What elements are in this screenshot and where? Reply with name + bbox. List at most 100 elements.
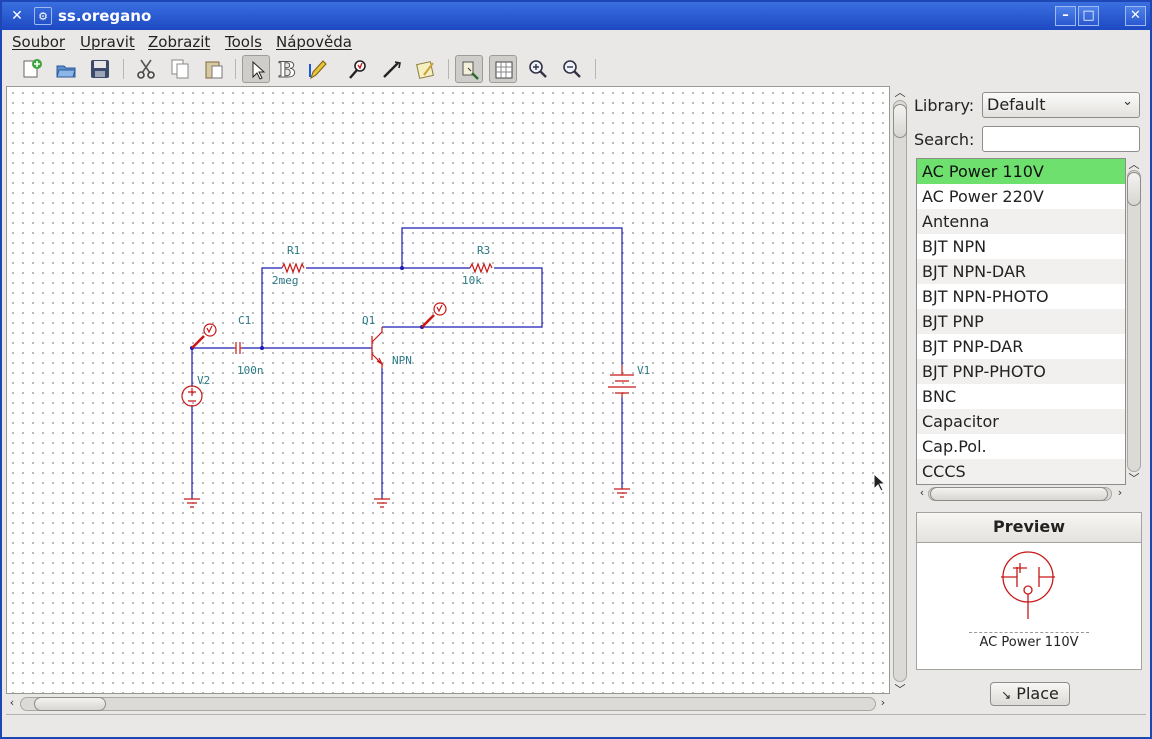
draw-wire-button[interactable] bbox=[378, 55, 406, 83]
title-bar[interactable]: ✕ ⚙ ss.oregano – □ ✕ bbox=[2, 2, 1150, 30]
minimize-icon: – bbox=[1062, 8, 1069, 23]
scroll-left-icon[interactable]: ‹ bbox=[9, 696, 15, 709]
list-item[interactable]: Capacitor bbox=[917, 409, 1125, 434]
grid-icon bbox=[495, 61, 513, 79]
zoom-out-icon bbox=[563, 60, 581, 78]
probe-icon bbox=[349, 60, 366, 79]
cut-button[interactable] bbox=[132, 55, 160, 83]
library-select[interactable]: Default ⌄ bbox=[982, 92, 1140, 118]
label-v1: V1 bbox=[637, 364, 650, 377]
paste-icon bbox=[205, 61, 223, 79]
list-item[interactable]: AC Power 110V bbox=[917, 159, 1125, 184]
paste-button[interactable] bbox=[200, 55, 228, 83]
pointer-icon bbox=[252, 60, 266, 80]
label-r1-value: 2meg bbox=[272, 274, 299, 287]
menu-bar: Soubor Upravit Zobrazit Tools Nápověda bbox=[2, 30, 1150, 54]
resistor-r3[interactable] bbox=[469, 262, 493, 274]
canvas-horizontal-scrollbar[interactable]: ‹ › bbox=[6, 696, 890, 712]
cut-icon bbox=[137, 59, 155, 79]
list-item[interactable]: CCCS bbox=[917, 459, 1125, 484]
save-button[interactable] bbox=[86, 55, 114, 83]
x-logo-icon[interactable]: ✕ bbox=[11, 8, 23, 24]
preview-title: Preview bbox=[916, 512, 1142, 542]
list-item[interactable]: BJT PNP-DAR bbox=[922, 337, 1024, 356]
search-input[interactable] bbox=[982, 126, 1140, 152]
wires[interactable] bbox=[191, 227, 623, 499]
zoom-out-button[interactable] bbox=[558, 55, 586, 83]
menu-napoveda[interactable]: Nápověda bbox=[276, 33, 352, 51]
chevron-down-icon: ⌄ bbox=[1122, 94, 1133, 109]
note-button[interactable] bbox=[412, 55, 440, 83]
grid-toggle-button[interactable] bbox=[489, 55, 517, 83]
menu-tools[interactable]: Tools bbox=[225, 33, 262, 51]
window-menu-icon[interactable]: ⚙ bbox=[34, 7, 52, 25]
menu-upravit[interactable]: Upravit bbox=[80, 33, 135, 51]
vertical-scroll-thumb[interactable] bbox=[893, 104, 907, 138]
list-item[interactable]: BJT NPN-DAR bbox=[917, 259, 1125, 284]
label-c1-value: 100n bbox=[237, 364, 264, 377]
preview-divider bbox=[969, 632, 1089, 633]
maximize-icon: □ bbox=[1082, 8, 1095, 23]
schematic-canvas[interactable]: R1 2meg R3 10k C1 100n Q1 NPN V1 V2 bbox=[6, 86, 890, 694]
label-r3-value: 10k bbox=[462, 274, 482, 287]
minimize-button[interactable]: – bbox=[1055, 6, 1076, 26]
list-item[interactable]: Antenna bbox=[917, 209, 1125, 234]
menu-soubor[interactable]: Soubor bbox=[12, 33, 66, 51]
menu-zobrazit[interactable]: Zobrazit bbox=[148, 33, 211, 51]
open-button[interactable] bbox=[52, 55, 80, 83]
parts-list[interactable]: AC Power 110V AC Power 220V Antenna BJT … bbox=[916, 158, 1126, 485]
new-file-button[interactable] bbox=[18, 55, 46, 83]
list-item[interactable]: BJT PNP bbox=[917, 309, 1125, 334]
list-scroll-thumb[interactable] bbox=[1127, 172, 1141, 206]
canvas-vertical-scrollbar[interactable]: ︿ ﹀ bbox=[892, 86, 908, 698]
ac-power-symbol-icon bbox=[1001, 551, 1055, 619]
battery-v1[interactable] bbox=[608, 365, 636, 397]
zoom-in-button[interactable] bbox=[524, 55, 552, 83]
mouse-cursor-icon bbox=[873, 473, 887, 492]
library-value: Default bbox=[987, 95, 1046, 114]
text-icon: B bbox=[278, 58, 297, 80]
list-scroll-left-icon[interactable]: ‹ bbox=[919, 486, 925, 499]
list-item[interactable]: BJT PNP-PHOTO bbox=[917, 359, 1125, 384]
list-item[interactable]: BJT NPN bbox=[922, 237, 987, 256]
scroll-up-icon[interactable]: ︿ bbox=[894, 86, 906, 99]
place-button[interactable]: ↘ Place bbox=[990, 682, 1070, 706]
copy-button[interactable] bbox=[166, 55, 194, 83]
list-horizontal-scrollbar[interactable]: ‹ › bbox=[916, 486, 1126, 502]
place-label: Place bbox=[1016, 684, 1059, 703]
ground-middle bbox=[374, 498, 390, 508]
parts-browser: Library: Default ⌄ Search: AC Power 110V… bbox=[910, 86, 1146, 714]
zoom-fit-button[interactable] bbox=[455, 55, 483, 83]
voltage-probe-button[interactable] bbox=[344, 55, 372, 83]
list-item[interactable]: Cap.Pol. bbox=[922, 437, 987, 456]
voltage-probe-2[interactable] bbox=[421, 302, 447, 328]
horizontal-scroll-thumb[interactable] bbox=[34, 697, 106, 711]
list-item[interactable]: BJT NPN-PHOTO bbox=[922, 287, 1049, 306]
text-tool-button[interactable]: B bbox=[272, 55, 300, 83]
list-horizontal-thumb[interactable] bbox=[930, 487, 1108, 501]
list-vertical-scrollbar[interactable]: ︿ ﹀ bbox=[1126, 158, 1142, 485]
junctions bbox=[190, 266, 424, 350]
list-item[interactable]: AC Power 220V bbox=[922, 187, 1044, 206]
scroll-right-icon[interactable]: › bbox=[880, 696, 886, 709]
voltage-probe-1[interactable] bbox=[191, 323, 217, 349]
list-scroll-down-icon[interactable]: ﹀ bbox=[1128, 472, 1140, 485]
select-tool-button[interactable] bbox=[242, 55, 270, 83]
resistor-r1[interactable] bbox=[281, 262, 305, 274]
transistor-q1[interactable] bbox=[371, 327, 384, 368]
maximize-button[interactable]: □ bbox=[1078, 6, 1099, 26]
list-scroll-right-icon[interactable]: › bbox=[1117, 486, 1123, 499]
status-bar bbox=[6, 714, 1146, 734]
capacitor-c1[interactable] bbox=[234, 342, 242, 354]
close-button[interactable]: ✕ bbox=[1125, 6, 1146, 26]
list-item[interactable]: BNC bbox=[922, 387, 957, 406]
label-q1-type: NPN bbox=[392, 354, 412, 367]
schematic-drawing[interactable]: R1 2meg R3 10k C1 100n Q1 NPN V1 V2 bbox=[7, 87, 890, 694]
voltage-source-v2[interactable] bbox=[181, 385, 203, 407]
list-scroll-up-icon[interactable]: ︿ bbox=[1128, 158, 1140, 171]
wire-tool-button[interactable] bbox=[304, 55, 332, 83]
svg-text:B: B bbox=[278, 58, 296, 80]
search-label: Search: bbox=[914, 130, 975, 149]
scroll-down-icon[interactable]: ﹀ bbox=[894, 683, 906, 696]
wire-icon bbox=[383, 61, 401, 78]
